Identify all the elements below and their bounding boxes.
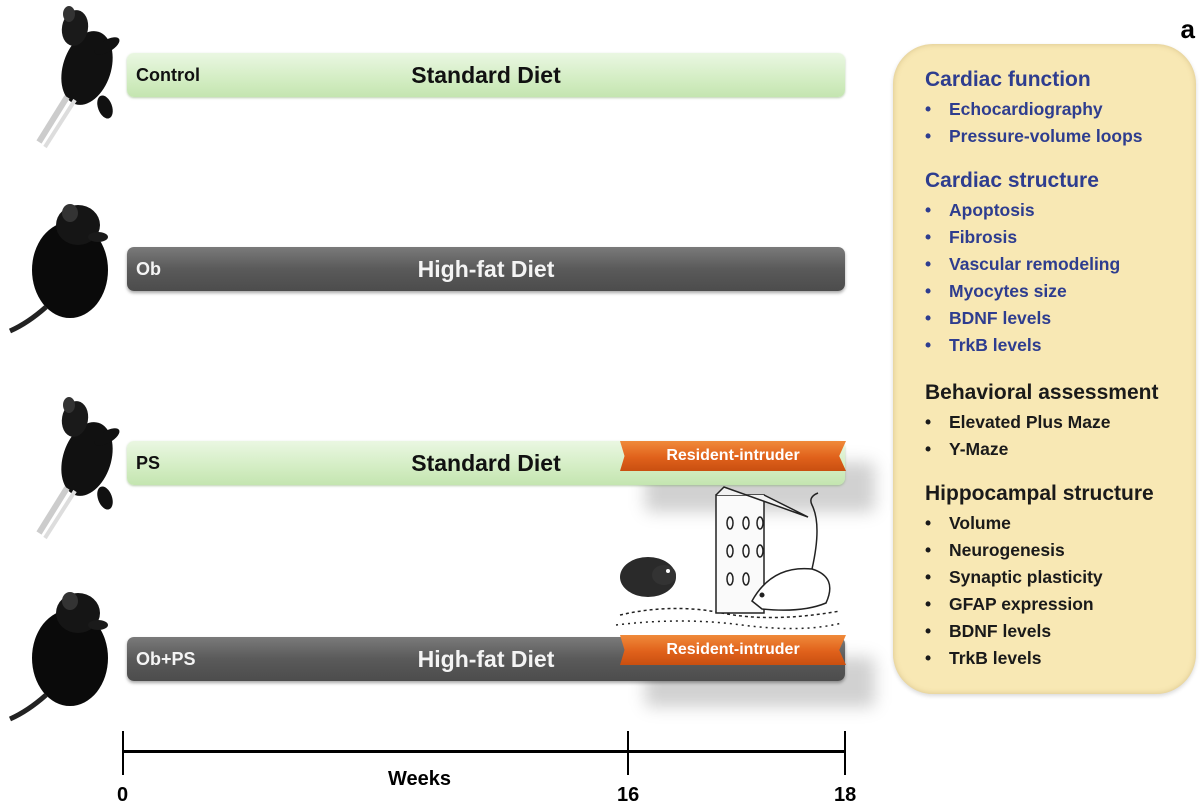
- list-item: •Pressure-volume loops: [925, 126, 1143, 146]
- mouse-standard-icon: [36, 397, 120, 540]
- mouse-standard-icon: [36, 6, 120, 149]
- section-title: Hippocampal structure: [925, 482, 1154, 505]
- list-item: •Apoptosis: [925, 200, 1035, 220]
- panel-letter: a: [1180, 14, 1195, 44]
- assessments-panel: [893, 44, 1196, 694]
- list-item: •Echocardiography: [925, 99, 1103, 119]
- group-label: PS: [136, 453, 161, 473]
- tick-label: 0: [117, 784, 129, 806]
- diet-label: Standard Diet: [411, 450, 561, 476]
- resident-intruder-tag: Resident-intruder: [620, 635, 846, 665]
- tick-label: 16: [617, 784, 640, 806]
- resident-intruder-tag: Resident-intruder: [620, 441, 846, 471]
- list-item: •TrkB levels: [925, 335, 1042, 355]
- section-title: Cardiac function: [925, 68, 1091, 91]
- axis-label: Weeks: [388, 768, 452, 790]
- tick-mark: [627, 731, 629, 775]
- group-label: Ob: [136, 259, 161, 279]
- list-item: •Elevated Plus Maze: [925, 412, 1111, 432]
- tick-mark: [122, 731, 124, 775]
- list-item: •Volume: [925, 513, 1011, 533]
- list-item: •Myocytes size: [925, 281, 1067, 301]
- resident-intruder-illustration: [615, 486, 843, 630]
- diet-label: High-fat Diet: [417, 256, 555, 282]
- diet-label: High-fat Diet: [417, 646, 555, 672]
- group-label: Ob+PS: [136, 649, 196, 669]
- mouse-obese-icon: [8, 204, 108, 334]
- list-item: •Y-Maze: [925, 439, 1009, 459]
- list-item: •Neurogenesis: [925, 540, 1065, 560]
- list-item: •GFAP expression: [925, 594, 1094, 614]
- diet-bar-ob: High-fat Diet Ob: [127, 247, 845, 291]
- tick-mark: [844, 731, 846, 775]
- mouse-obese-icon: [8, 592, 108, 722]
- list-item: •Fibrosis: [925, 227, 1018, 247]
- section-title: Cardiac structure: [925, 169, 1099, 192]
- timeline-axis: [122, 750, 846, 753]
- list-item: •TrkB levels: [925, 648, 1042, 668]
- list-item: •Synaptic plasticity: [925, 567, 1103, 587]
- section-title: Behavioral assessment: [925, 381, 1159, 404]
- diet-label: Standard Diet: [411, 62, 561, 88]
- list-item: •BDNF levels: [925, 308, 1052, 328]
- tick-label: 18: [834, 784, 857, 806]
- list-item: •Vascular remodeling: [925, 254, 1121, 274]
- group-label: Control: [136, 65, 200, 85]
- list-item: •BDNF levels: [925, 621, 1052, 641]
- diet-bar-control: Standard Diet Control: [127, 53, 845, 97]
